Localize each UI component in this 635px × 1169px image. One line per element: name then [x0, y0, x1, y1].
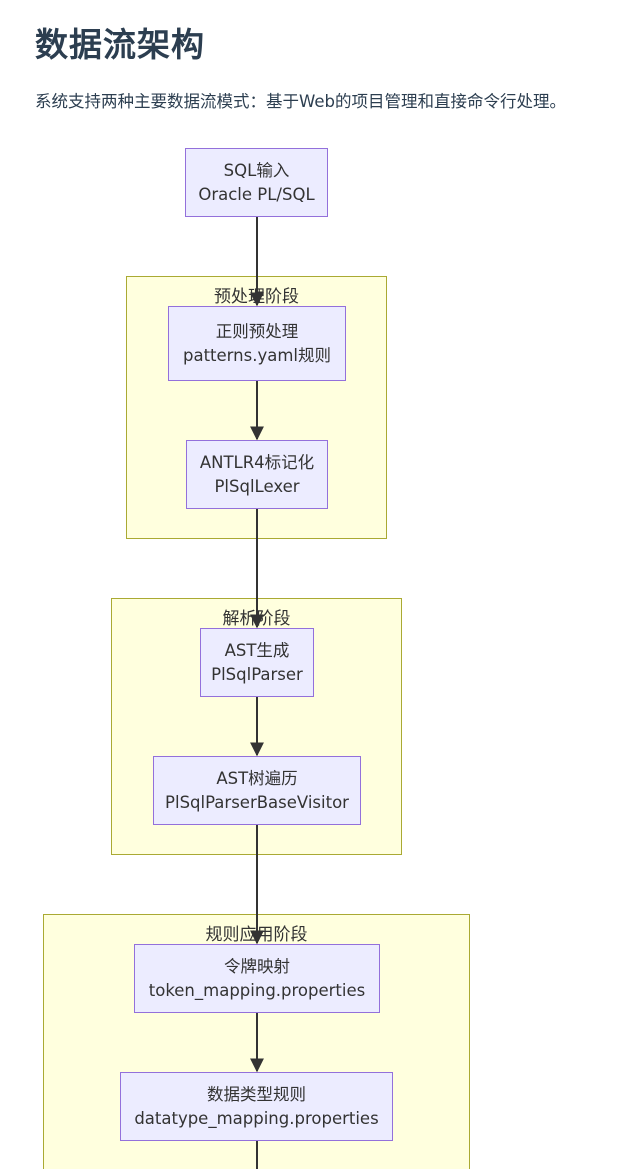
stage-preprocess-label: 预处理阶段	[214, 287, 299, 307]
stage-rules-label: 规则应用阶段	[205, 925, 308, 945]
node-antlr-tokenize-detail: PlSqlLexer	[214, 476, 300, 496]
page-title: 数据流架构	[35, 25, 205, 64]
node-regex-preprocess-detail: patterns.yaml规则	[182, 345, 331, 365]
node-regex-preprocess-title: 正则预处理	[215, 321, 299, 341]
node-antlr-tokenize: ANTLR4标记化 PlSqlLexer	[186, 440, 328, 509]
node-token-mapping: 令牌映射 token_mapping.properties	[134, 944, 380, 1013]
stage-parse-label: 解析阶段	[222, 609, 291, 629]
node-token-mapping-title: 令牌映射	[224, 956, 290, 976]
node-datatype-rules-title: 数据类型规则	[207, 1084, 306, 1104]
node-ast-traverse-detail: PlSqlParserBaseVisitor	[165, 792, 349, 812]
node-antlr-tokenize-title: ANTLR4标记化	[199, 452, 315, 472]
node-sql-input: SQL输入 Oracle PL/SQL	[185, 148, 328, 217]
node-ast-traverse: AST树遍历 PlSqlParserBaseVisitor	[153, 756, 361, 825]
node-token-mapping-detail: token_mapping.properties	[148, 980, 366, 1000]
node-ast-generate-title: AST生成	[224, 640, 290, 660]
node-ast-generate: AST生成 PlSqlParser	[200, 628, 314, 697]
node-regex-preprocess: 正则预处理 patterns.yaml规则	[168, 306, 346, 381]
node-ast-traverse-title: AST树遍历	[216, 768, 298, 788]
intro-text: 系统支持两种主要数据流模式：基于Web的项目管理和直接命令行处理。	[35, 92, 566, 111]
node-sql-input-detail: Oracle PL/SQL	[198, 184, 315, 204]
node-datatype-rules: 数据类型规则 datatype_mapping.properties	[120, 1072, 393, 1141]
node-datatype-rules-detail: datatype_mapping.properties	[134, 1108, 379, 1128]
node-sql-input-title: SQL输入	[223, 160, 290, 180]
node-ast-generate-detail: PlSqlParser	[211, 664, 303, 684]
